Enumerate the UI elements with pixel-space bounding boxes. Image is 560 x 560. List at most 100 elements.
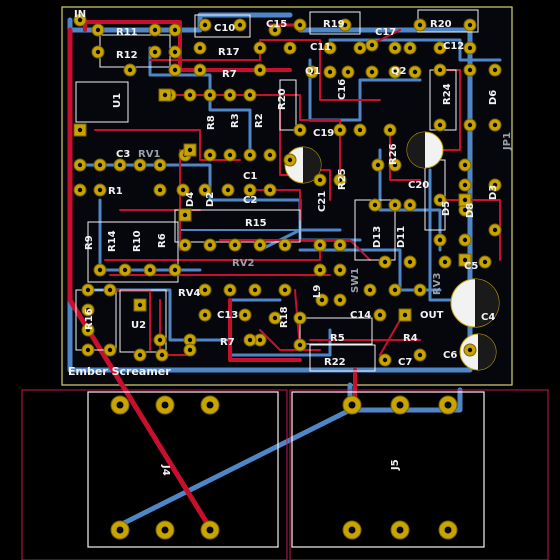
label-q2: Q2 (391, 66, 407, 77)
pad-hole (272, 27, 278, 33)
pad-hole (467, 45, 473, 51)
pad-hole (137, 352, 143, 358)
pad-hole (467, 347, 473, 353)
pad-hole (345, 69, 351, 75)
label-q1: Q1 (305, 66, 321, 77)
label-d2: D2 (205, 192, 216, 207)
pad-hole (162, 92, 168, 98)
label-r24: R24 (442, 83, 453, 105)
pad-hole (402, 312, 408, 318)
pad-hole (309, 69, 315, 75)
silkscreen-layer: IN R11 R12 U1 C10 R17 R7 C15 R19 C11 C17… (68, 9, 513, 476)
pad-hole (369, 42, 375, 48)
pad-hole (187, 147, 193, 153)
jack-courtyards (21, 389, 549, 560)
pad-hole (227, 287, 233, 293)
label-d8: D8 (465, 203, 476, 218)
pad-hole (232, 242, 238, 248)
pad-hole (462, 237, 468, 243)
label-sw1: SW1 (350, 268, 361, 293)
jack-pad-hole (206, 401, 214, 409)
label-c20: C20 (408, 180, 429, 191)
pad-hole (95, 49, 101, 55)
pad-hole (417, 352, 423, 358)
pad-hole (462, 197, 468, 203)
jack-j4-body[interactable] (87, 391, 279, 548)
pad-hole (317, 267, 323, 273)
pad-hole (297, 22, 303, 28)
pad-hole (117, 162, 123, 168)
pad-hole (187, 337, 193, 343)
label-r20: R20 (430, 19, 452, 30)
pad-hole (127, 67, 133, 73)
label-d3: D3 (488, 185, 499, 200)
label-j4: J4 (160, 464, 171, 476)
pad-hole (437, 45, 443, 51)
pad-hole (387, 127, 393, 133)
pad-hole (152, 49, 158, 55)
jack-pad-hole (348, 401, 356, 409)
pad-hole (442, 259, 448, 265)
pad-hole (182, 212, 188, 218)
pad-hole (492, 182, 498, 188)
label-c2: C2 (243, 195, 257, 206)
pad-hole (157, 162, 163, 168)
pad-hole (152, 27, 158, 33)
label-r12: R12 (116, 50, 138, 61)
pad-hole (172, 267, 178, 273)
pad-hole (282, 287, 288, 293)
jack-j5-body[interactable] (291, 391, 485, 548)
pad-hole (392, 162, 398, 168)
jack-pad-hole (396, 401, 404, 409)
pad-hole (257, 337, 263, 343)
pad-hole (237, 22, 243, 28)
jack-pad-hole (116, 526, 124, 534)
label-c12: C12 (443, 41, 464, 52)
pad-hole (207, 152, 213, 158)
label-rv2: RV2 (232, 258, 254, 269)
pad-hole (392, 287, 398, 293)
label-c11: C11 (310, 42, 331, 53)
pad-hole (97, 267, 103, 273)
pad-hole (367, 287, 373, 293)
pad-hole (137, 302, 143, 308)
label-d11: D11 (396, 226, 407, 248)
label-r9: R9 (84, 235, 95, 250)
pad-hole (187, 347, 193, 353)
label-c10: C10 (214, 23, 235, 34)
pad-hole (77, 162, 83, 168)
label-r7: R7 (222, 69, 237, 80)
label-r19: R19 (323, 19, 345, 30)
label-rv3: RV3 (432, 273, 443, 295)
pad-hole (392, 202, 398, 208)
label-r20b: R20 (277, 88, 288, 110)
pad-hole (297, 342, 303, 348)
pad-hole (247, 92, 253, 98)
pad-hole (357, 45, 363, 51)
pad-hole (377, 312, 383, 318)
pad-hole (467, 67, 473, 73)
label-rv4: RV4 (178, 288, 200, 299)
label-r18: R18 (279, 306, 290, 328)
pad-hole (412, 69, 418, 75)
pad-hole (202, 187, 208, 193)
label-jp1: JP1 (502, 132, 513, 151)
label-r26: R26 (388, 143, 399, 165)
pad-hole (202, 22, 208, 28)
label-d13: D13 (372, 226, 383, 248)
pad-hole (207, 92, 213, 98)
label-c4: C4 (481, 312, 495, 323)
label-r17: R17 (218, 47, 240, 58)
label-u1: U1 (112, 93, 123, 108)
pad-hole (257, 242, 263, 248)
pad-hole (382, 259, 388, 265)
pad-hole (85, 347, 91, 353)
pad-hole (85, 307, 91, 313)
pad-hole (417, 22, 423, 28)
pad-hole (97, 187, 103, 193)
pad-hole (77, 127, 83, 133)
pad-hole (297, 127, 303, 133)
pad-hole (182, 242, 188, 248)
label-c15: C15 (266, 19, 287, 30)
